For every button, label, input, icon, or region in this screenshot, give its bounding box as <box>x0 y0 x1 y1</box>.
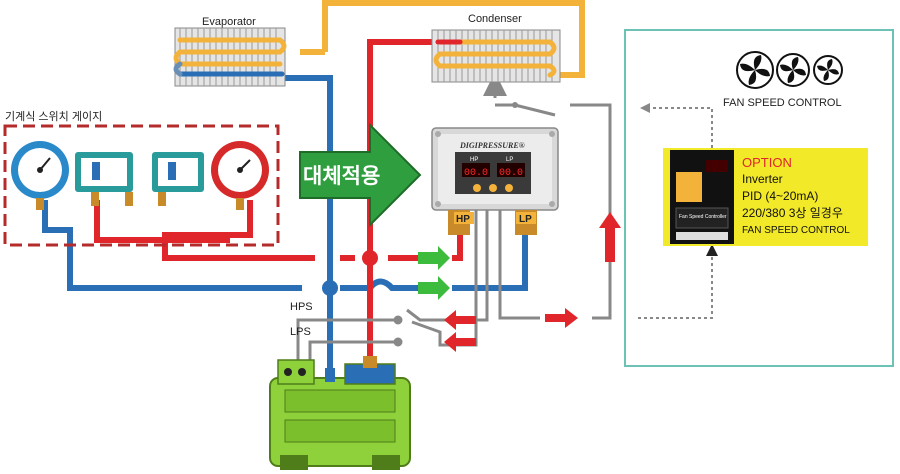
compressor <box>269 356 411 470</box>
hp-port-label: HP <box>456 214 470 225</box>
option-line4: FAN SPEED CONTROL <box>742 225 850 236</box>
lp-port-label: LP <box>519 214 532 225</box>
blue-junction <box>322 280 338 296</box>
hp-tag: HP <box>470 157 478 163</box>
evaporator <box>173 27 287 87</box>
fan-icon <box>776 53 810 87</box>
high-pressure-gauge <box>211 141 269 210</box>
dotted-connectors <box>638 107 713 319</box>
hp-display: 00.0 <box>464 168 488 179</box>
flow-arrows-green <box>418 246 450 300</box>
condenser-label: Condenser <box>468 13 522 25</box>
option-line1: Inverter <box>742 172 783 186</box>
lps-label: LPS <box>290 326 311 338</box>
fan-icon <box>736 51 774 89</box>
flow-arrows-red <box>444 212 621 352</box>
option-panel <box>624 29 894 367</box>
controller-label: Fan Speed Controller <box>679 214 727 220</box>
fan-speed-control-label: FAN SPEED CONTROL <box>723 97 842 109</box>
option-title: OPTION <box>742 155 792 170</box>
fan-icon <box>813 55 843 85</box>
low-pressure-gauge <box>11 141 69 210</box>
condenser <box>431 29 561 83</box>
arrow-head-left <box>640 103 650 113</box>
fan-icons <box>736 51 843 89</box>
fan-speed-controller-device <box>670 150 734 244</box>
lp-port-badge <box>516 212 536 224</box>
hp-port-badge <box>454 212 474 224</box>
digipressure-device <box>431 127 559 235</box>
device-brand: DIGIPRESSURE® <box>459 141 525 150</box>
hps-label: HPS <box>290 301 313 313</box>
lp-display: 00.0 <box>499 168 523 179</box>
switch-contact <box>512 102 518 108</box>
option-line3: 220/380 3상 일경우 <box>742 206 843 220</box>
gauge-group-box <box>3 124 280 247</box>
red-junction <box>362 250 378 266</box>
replace-arrow <box>299 122 422 228</box>
gauge-group-label: 기계식 스위치 게이지 <box>5 110 102 123</box>
arrow-head-up <box>706 244 718 256</box>
lp-tag: LP <box>506 157 513 163</box>
condenser-line <box>300 0 585 78</box>
high-pressure-switch <box>152 152 204 206</box>
low-pressure-switch <box>75 152 133 206</box>
replace-arrow-label: 대체적용 <box>303 165 380 188</box>
option-line2: PID (4~20mA) <box>742 189 818 203</box>
evaporator-label: Evaporator <box>202 16 256 28</box>
